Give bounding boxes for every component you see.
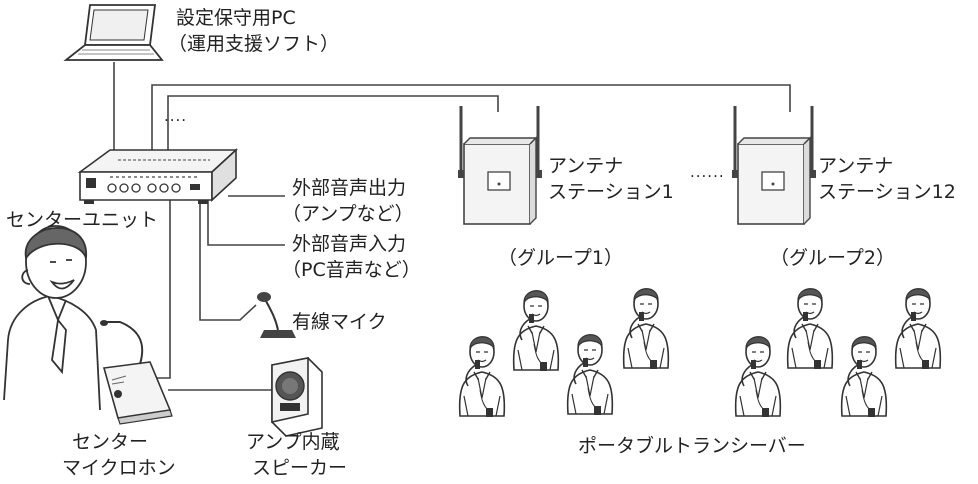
transceiver-user-icon bbox=[566, 333, 614, 416]
transceiver-user-icon bbox=[458, 335, 506, 418]
center-mic-label-line1: センター bbox=[72, 431, 149, 453]
desk-microphone-icon bbox=[100, 320, 173, 425]
antenna-station-12-icon bbox=[730, 104, 818, 226]
transceiver-user-icon bbox=[734, 335, 782, 418]
transceiver-group-2 bbox=[734, 287, 942, 418]
dots-mid: ...... bbox=[690, 163, 725, 181]
transceiver-user-icon bbox=[786, 287, 834, 370]
group2-label: （グループ2） bbox=[770, 247, 895, 269]
antenna12-label-line1: アンテナ bbox=[818, 155, 894, 177]
ext-in-label-line2: （PC音声など） bbox=[282, 259, 421, 281]
operator-person-icon bbox=[3, 225, 101, 411]
pc-label-line2: （運用支援ソフト） bbox=[168, 33, 340, 55]
speaker-icon bbox=[271, 357, 323, 437]
speaker-label-line1: アンプ内蔵 bbox=[246, 431, 340, 453]
speaker-label-line2: スピーカー bbox=[252, 457, 348, 479]
connection-lines bbox=[113, 62, 791, 391]
transceiver-label: ポータブルトランシーバー bbox=[578, 435, 806, 457]
center-unit-icon bbox=[77, 148, 239, 204]
pc-label-line1: 設定保守用PC bbox=[176, 7, 296, 29]
ext-out-label-line2: （アンプなど） bbox=[282, 203, 414, 225]
center-mic-label-line2: マイクロホン bbox=[62, 457, 176, 479]
wired-mic-label: 有線マイク bbox=[292, 311, 387, 333]
transceiver-user-icon bbox=[512, 289, 560, 372]
antenna1-label-line1: アンテナ bbox=[548, 155, 624, 177]
transceiver-user-icon bbox=[894, 287, 942, 370]
antenna12-label-line2: ステーション12 bbox=[818, 181, 956, 203]
transceiver-user-icon bbox=[622, 287, 670, 370]
laptop-icon bbox=[63, 4, 164, 61]
dots-left: .... bbox=[164, 107, 188, 125]
group1-label: （グループ1） bbox=[498, 247, 623, 269]
ext-in-label-line1: 外部音声入力 bbox=[292, 233, 407, 255]
transceiver-group-1 bbox=[458, 287, 670, 418]
transceiver-user-icon bbox=[840, 335, 888, 418]
wired-microphone-icon bbox=[257, 292, 296, 338]
antenna-station-1-icon bbox=[456, 104, 544, 226]
antenna1-label-line2: ステーション1 bbox=[548, 181, 674, 203]
ext-out-label-line1: 外部音声出力 bbox=[292, 177, 407, 199]
center-unit-label: センターユニット bbox=[6, 209, 159, 231]
